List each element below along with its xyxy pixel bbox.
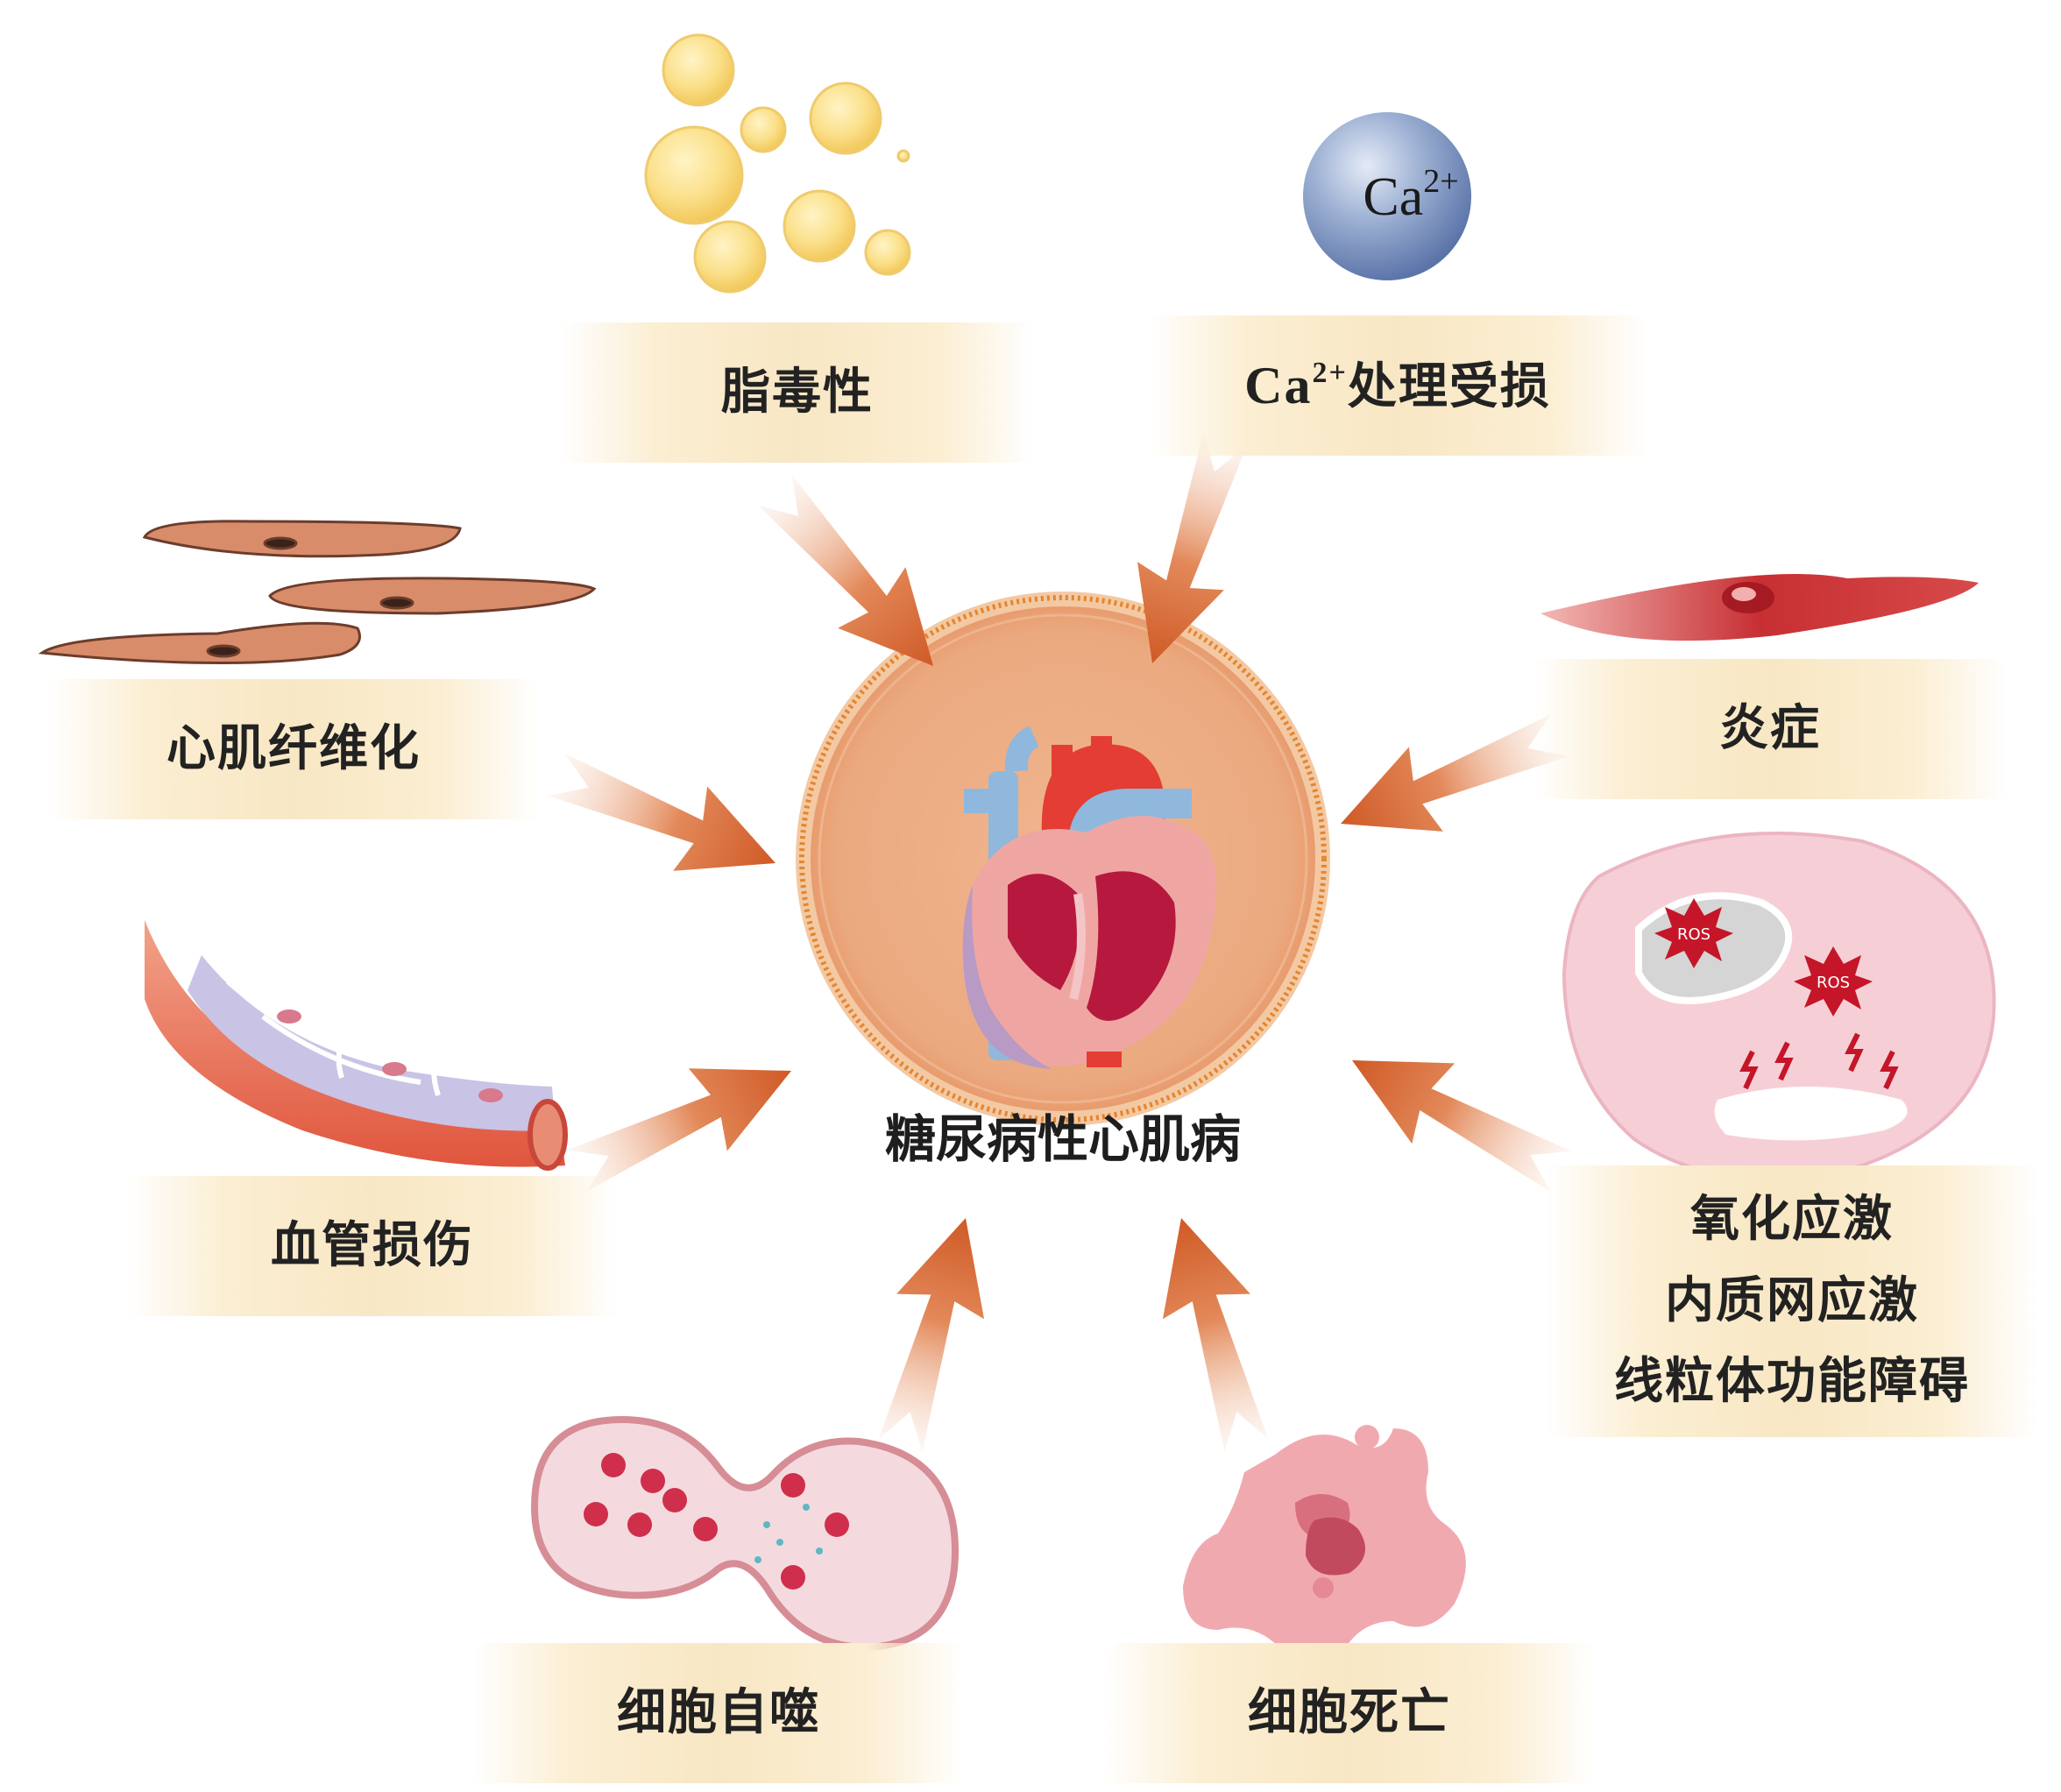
calcium-ion-label: Ca2+ (1363, 163, 1459, 227)
stress-box: 氧化应激 内质网应激 线粒体功能障碍 (1547, 1165, 2037, 1437)
vascular-label: 血管损伤 (271, 1216, 474, 1274)
fibrosis-label: 心肌纤维化 (166, 719, 421, 777)
ca-handling-label: Ca2+处理受损 (1244, 356, 1551, 415)
inflammation-box: 炎症 (1533, 659, 2007, 799)
arrow-from-death (1137, 1205, 1291, 1458)
autophagy-cell-icon (530, 1415, 960, 1652)
arrow-from-autophagy (856, 1205, 1009, 1458)
lipotoxicity-box: 脂毒性 (561, 322, 1034, 463)
ca-handling-box: Ca2+处理受损 (1148, 315, 1647, 456)
stress-bolts (1739, 1032, 1899, 1090)
calcium-ion-icon (1303, 112, 1471, 280)
inflammation-label: 炎症 (1719, 699, 1821, 757)
ros-label-1: ROS (1677, 925, 1710, 944)
blood-vessel-icon (145, 920, 568, 1171)
oxidative-stress-label: 氧化应激 (1690, 1191, 1894, 1249)
er-stress-label: 内质网应激 (1665, 1271, 1919, 1329)
arrow-from-fibrosis (539, 732, 793, 906)
fat-droplets-icon (644, 33, 911, 294)
lipotoxicity-label: 脂毒性 (721, 363, 874, 421)
ros-label-2: ROS (1817, 974, 1850, 992)
stressed-cell-icon: ROS ROS (1562, 832, 1996, 1180)
autophagy-box: 细胞自噬 (473, 1643, 964, 1783)
vascular-box: 血管损伤 (127, 1176, 618, 1316)
inflamed-cell-icon (1540, 574, 1979, 641)
fibrosis-box: 心肌纤维化 (48, 679, 539, 819)
dying-cell-icon (1183, 1425, 1466, 1663)
center-label: 糖尿病性心肌病 (885, 1109, 1241, 1169)
autophagy-label: 细胞自噬 (617, 1683, 820, 1741)
mitochondrial-dysfunction-label: 线粒体功能障碍 (1614, 1353, 1970, 1411)
fibroblast-cells-icon (38, 520, 597, 665)
heart-icon (961, 726, 1216, 1069)
arrow-from-stress (1330, 1020, 1583, 1212)
cell-death-label: 细胞死亡 (1248, 1683, 1451, 1741)
cell-death-box: 细胞死亡 (1104, 1643, 1595, 1783)
